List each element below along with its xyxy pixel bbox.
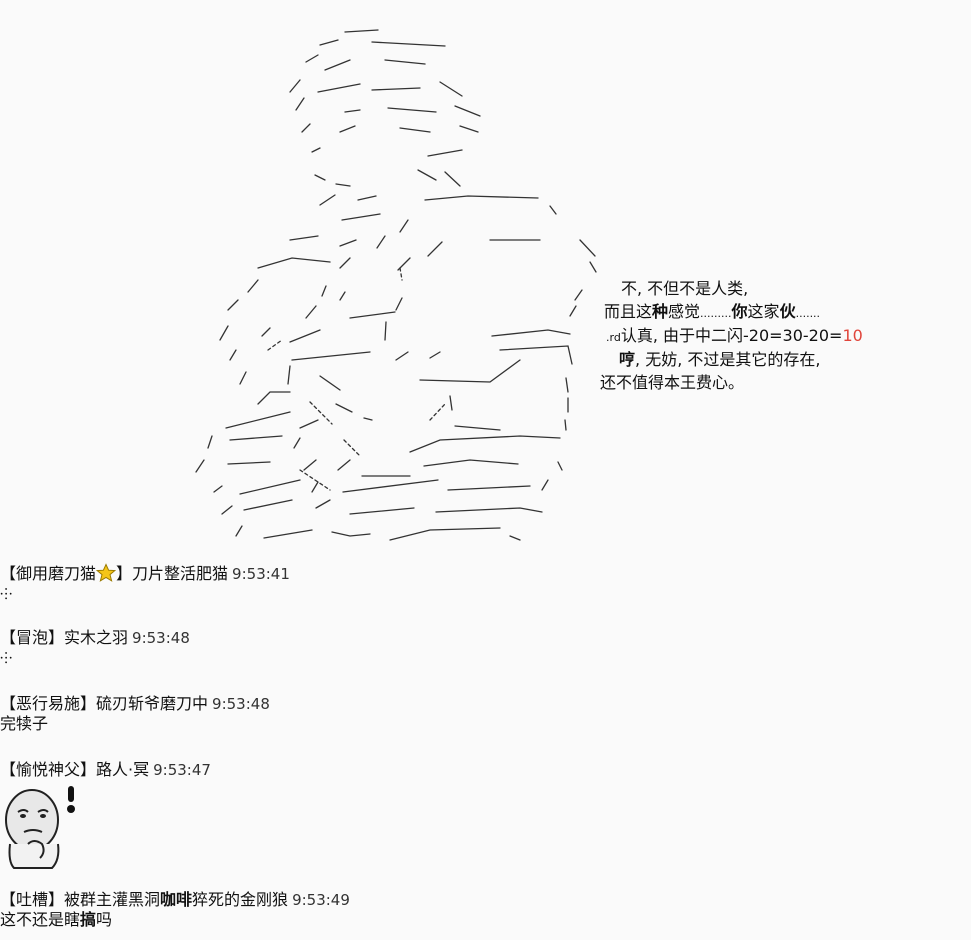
comment-body: ⸭ [0, 649, 12, 667]
dialog-text-segment: 认真, 由于中二闪-20=30-20= [620, 326, 843, 345]
body-part: 这不还是瞎 [0, 910, 81, 929]
username[interactable]: 被群主灌黑洞咖啡猝死的金刚狼 [64, 890, 288, 909]
username[interactable]: 刀片整活肥猫 [132, 564, 229, 583]
timestamp: 9:53:47 [153, 761, 211, 779]
username[interactable]: 实木之羽 [64, 628, 129, 647]
username[interactable]: 路人·冥 [96, 760, 150, 779]
dialog-text-segment: 感觉 [668, 302, 701, 321]
comment-body: ⸭ [0, 585, 12, 603]
dialog-text-segment: 你 [731, 302, 748, 321]
dialog-text-segment: 伙 [779, 302, 796, 321]
dialog-text-segment: 这家 [747, 302, 780, 321]
star-icon [96, 563, 117, 582]
dialog-line-4: 哼, 无妨, 不过是其它的存在, [619, 346, 820, 370]
dialog-line-2: 而且这种感觉.........你这家伙....... [604, 298, 820, 322]
user-tag: 【冒泡】 [0, 628, 65, 647]
user-tag: 【愉悦神父】 [0, 760, 97, 779]
dialog-text-segment: ......... [700, 307, 732, 320]
username-part: 猝死的金刚狼 [192, 890, 289, 909]
dialog-text-segment: .rd [606, 331, 621, 344]
dialog-line-1: 不, 不但不是人类, [621, 279, 749, 298]
timestamp: 9:53:41 [232, 565, 290, 583]
ascii-art-figure [195, 29, 597, 541]
dialog-text-segment: 而且这 [604, 302, 653, 321]
timestamp: 9:53:48 [132, 629, 190, 647]
dialog-text-segment: 10 [842, 326, 863, 345]
comment-body: 完犊子 [0, 714, 49, 733]
dialog-text-segment: 哼 [619, 350, 636, 369]
dialog-text-segment: , 无妨, 不过是其它的存在, [635, 350, 821, 369]
dialog-text-segment: ....... [795, 307, 821, 320]
user-tag: 【恶行易施】 [0, 694, 97, 713]
user-tag: 【吐槽】 [0, 890, 65, 909]
dialog-line-3: .rd认真, 由于中二闪-20=30-20=10 [606, 322, 863, 346]
dialog-line-5: 还不值得本王费心。 [600, 373, 745, 392]
username-part: 咖啡 [160, 890, 193, 909]
body-part: 吗 [96, 910, 113, 929]
comment-body: 这不还是瞎搞吗 [0, 910, 960, 930]
username[interactable]: 硫刃斩爷磨刀中 [96, 694, 209, 713]
user-tag-end: 】 [116, 564, 133, 583]
timestamp: 9:53:49 [292, 891, 350, 909]
user-tag: 【御用磨刀猫 [0, 564, 97, 583]
dialog-text-segment: 种 [652, 302, 669, 321]
username-part: 被群主灌黑洞 [64, 890, 161, 909]
timestamp: 9:53:48 [212, 695, 270, 713]
body-part: 搞 [80, 910, 97, 929]
meme-sticker-image [5, 786, 75, 869]
